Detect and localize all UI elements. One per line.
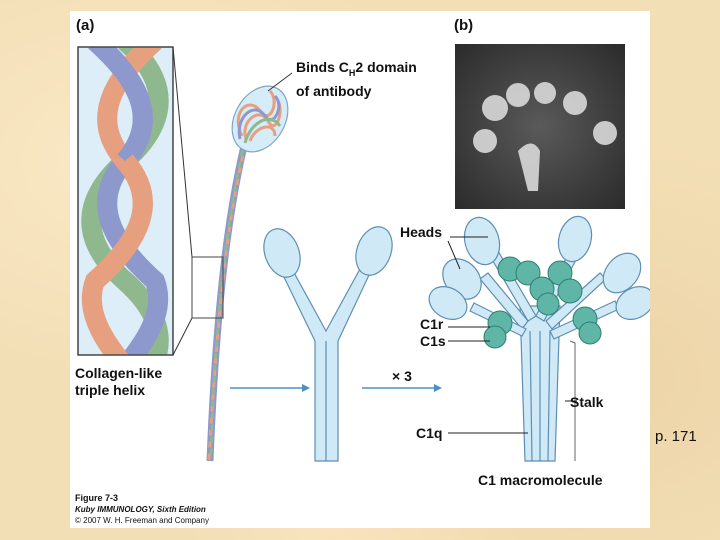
figure-artwork bbox=[77, 44, 655, 462]
binds-subscript: H bbox=[348, 67, 356, 78]
panel-b-label: (b) bbox=[454, 17, 474, 34]
figure-number: Figure 7-3 bbox=[75, 493, 119, 503]
copyright-notice: © 2007 W. H. Freeman and Company bbox=[75, 516, 209, 525]
c1-macromolecule bbox=[428, 215, 655, 462]
collagen-line1: Collagen-like bbox=[75, 365, 163, 381]
panel-a-label: (a) bbox=[76, 17, 95, 34]
figure-panel: (a) (b) Binds CH2 domain of antibody Col… bbox=[70, 11, 655, 528]
page-number: p. 171 bbox=[655, 428, 697, 445]
c1q-label: C1q bbox=[416, 425, 443, 441]
c1s-label: C1s bbox=[420, 333, 446, 349]
triple-helix-enlarged bbox=[77, 46, 193, 356]
c1-macromolecule-label: C1 macromolecule bbox=[478, 472, 603, 488]
binds-ch2-label: Binds CH2 domain of antibody bbox=[296, 58, 417, 100]
book-title: Kuby IMMUNOLOGY, Sixth Edition bbox=[75, 505, 206, 514]
binds-line2-text: of antibody bbox=[296, 82, 372, 99]
c1r-label: C1r bbox=[420, 316, 444, 332]
collagen-line2: triple helix bbox=[75, 382, 146, 398]
c1q-single-chain bbox=[191, 72, 293, 462]
stalk-label: Stalk bbox=[570, 394, 604, 410]
times-three-label: × 3 bbox=[392, 368, 412, 384]
leader-lines bbox=[447, 236, 577, 434]
arrow-to-macromolecule bbox=[362, 384, 442, 392]
c1q-subunit bbox=[263, 226, 393, 462]
binds-line1-text: Binds C bbox=[296, 59, 349, 75]
electron-micrograph bbox=[455, 44, 625, 209]
heads-label: Heads bbox=[400, 224, 443, 240]
collagen-helix-label: Collagen-like triple helix bbox=[75, 365, 162, 399]
arrow-to-subunit bbox=[230, 384, 310, 392]
binds-line1-suffix: 2 domain bbox=[355, 59, 417, 75]
